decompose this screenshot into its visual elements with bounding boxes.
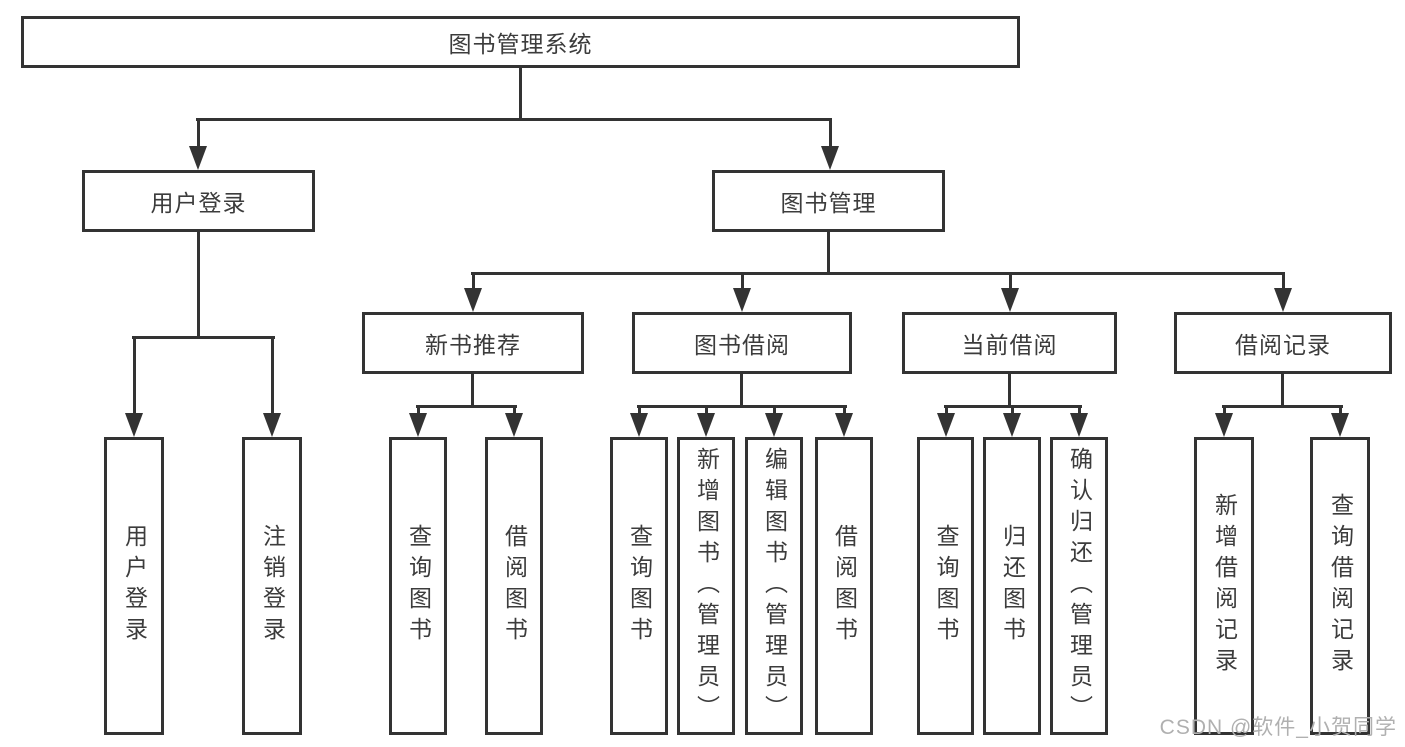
arrowhead-down-icon [263,413,281,437]
arrow-stem-line [197,118,200,148]
node-library-management-system: 图书管理系统 [21,16,1020,68]
arrow-stem-line [773,405,776,415]
arrow-stem-line [1009,272,1012,290]
arrowhead-down-icon [1003,413,1021,437]
leaf-confirm-return-admin-label: 确认归还（管理员） [1066,446,1093,726]
arrowhead-down-icon [1001,288,1019,312]
arrow-stem-line [1011,405,1014,415]
node-book-borrowing-label: 图书借阅 [694,332,790,358]
node-current-borrowing-label: 当前借阅 [961,332,1058,358]
leaf-return-books: 归还图书 [983,437,1041,735]
leaf-edit-books-admin: 编辑图书（管理员） [745,437,803,735]
arrowhead-down-icon [821,146,839,170]
leaf-add-books-admin: 新增图书（管理员） [677,437,735,735]
arrowhead-down-icon [1070,413,1088,437]
leaf-borrow-books-label: 借阅图书 [831,524,858,648]
arrow-stem-line [638,405,641,415]
arrowhead-down-icon [1274,288,1292,312]
leaf-return-books-label: 归还图书 [999,524,1026,648]
node-borrowing-records-label: 借阅记录 [1235,332,1331,358]
leaf-query-books: 查询图书 [389,437,447,735]
arrowhead-down-icon [835,413,853,437]
arrowhead-down-icon [1215,413,1233,437]
arrowhead-down-icon [765,413,783,437]
arrow-stem-line [417,405,420,415]
connector-line [740,374,743,408]
leaf-add-borrow-record-label: 新增借阅记录 [1211,493,1238,679]
arrow-stem-line [472,272,475,290]
arrowhead-down-icon [189,146,207,170]
leaf-confirm-return-admin: 确认归还（管理员） [1050,437,1108,735]
arrowhead-down-icon [733,288,751,312]
node-book-management: 图书管理 [712,170,945,232]
node-current-borrowing: 当前借阅 [902,312,1117,374]
node-user-login: 用户登录 [82,170,315,232]
leaf-query-books-label: 查询图书 [626,524,653,648]
node-borrowing-records: 借阅记录 [1174,312,1392,374]
csdn-watermark: CSDN @软件_小贺同学 [1159,716,1397,739]
leaf-query-books: 查询图书 [610,437,668,735]
connector-line [196,118,832,121]
leaf-add-books-admin-label: 新增图书（管理员） [693,446,720,726]
arrowhead-down-icon [464,288,482,312]
connector-line [827,232,830,275]
leaf-user-login-label: 用户登录 [121,524,148,648]
connector-line [519,68,522,121]
arrow-stem-line [829,118,832,148]
leaf-edit-books-admin-label: 编辑图书（管理员） [761,446,788,726]
leaf-query-borrow-record-label: 查询借阅记录 [1327,493,1354,679]
leaf-borrow-books: 借阅图书 [485,437,543,735]
arrowhead-down-icon [937,413,955,437]
leaf-add-borrow-record: 新增借阅记录 [1194,437,1254,735]
arrow-stem-line [1078,405,1081,415]
arrowhead-down-icon [409,413,427,437]
connector-line [197,232,200,339]
leaf-borrow-books: 借阅图书 [815,437,873,735]
node-new-book-recommend: 新书推荐 [362,312,584,374]
node-new-book-recommend-label: 新书推荐 [425,332,521,358]
arrow-stem-line [843,405,846,415]
arrowhead-down-icon [697,413,715,437]
leaf-query-books-label: 查询图书 [933,524,959,648]
connector-line [1281,374,1284,408]
connector-line [471,272,1285,275]
arrowhead-down-icon [505,413,523,437]
node-book-management-label: 图书管理 [780,190,877,216]
arrowhead-down-icon [1331,413,1349,437]
leaf-query-borrow-record: 查询借阅记录 [1310,437,1370,735]
arrow-stem-line [741,272,744,290]
arrow-stem-line [513,405,516,415]
connector-line [637,405,847,408]
leaf-query-books: 查询图书 [917,437,974,735]
arrow-stem-line [1282,272,1285,290]
arrow-stem-line [133,336,136,415]
arrow-stem-line [945,405,948,415]
connector-line [1222,405,1343,408]
connector-line [416,405,517,408]
leaf-query-books-label: 查询图书 [405,524,432,648]
leaf-borrow-books-label: 借阅图书 [501,524,528,648]
arrowhead-down-icon [125,413,143,437]
arrow-stem-line [705,405,708,415]
arrow-stem-line [271,336,274,415]
connector-line [471,374,474,408]
arrow-stem-line [1339,405,1342,415]
arrowhead-down-icon [630,413,648,437]
leaf-logout-label: 注销登录 [259,524,286,648]
leaf-logout: 注销登录 [242,437,302,735]
connector-line [132,336,275,339]
node-book-borrowing: 图书借阅 [632,312,852,374]
leaf-user-login: 用户登录 [104,437,164,735]
node-user-login-label: 用户登录 [150,190,247,216]
connector-line [1008,374,1011,408]
node-library-management-system-label: 图书管理系统 [448,31,593,57]
arrow-stem-line [1223,405,1226,415]
